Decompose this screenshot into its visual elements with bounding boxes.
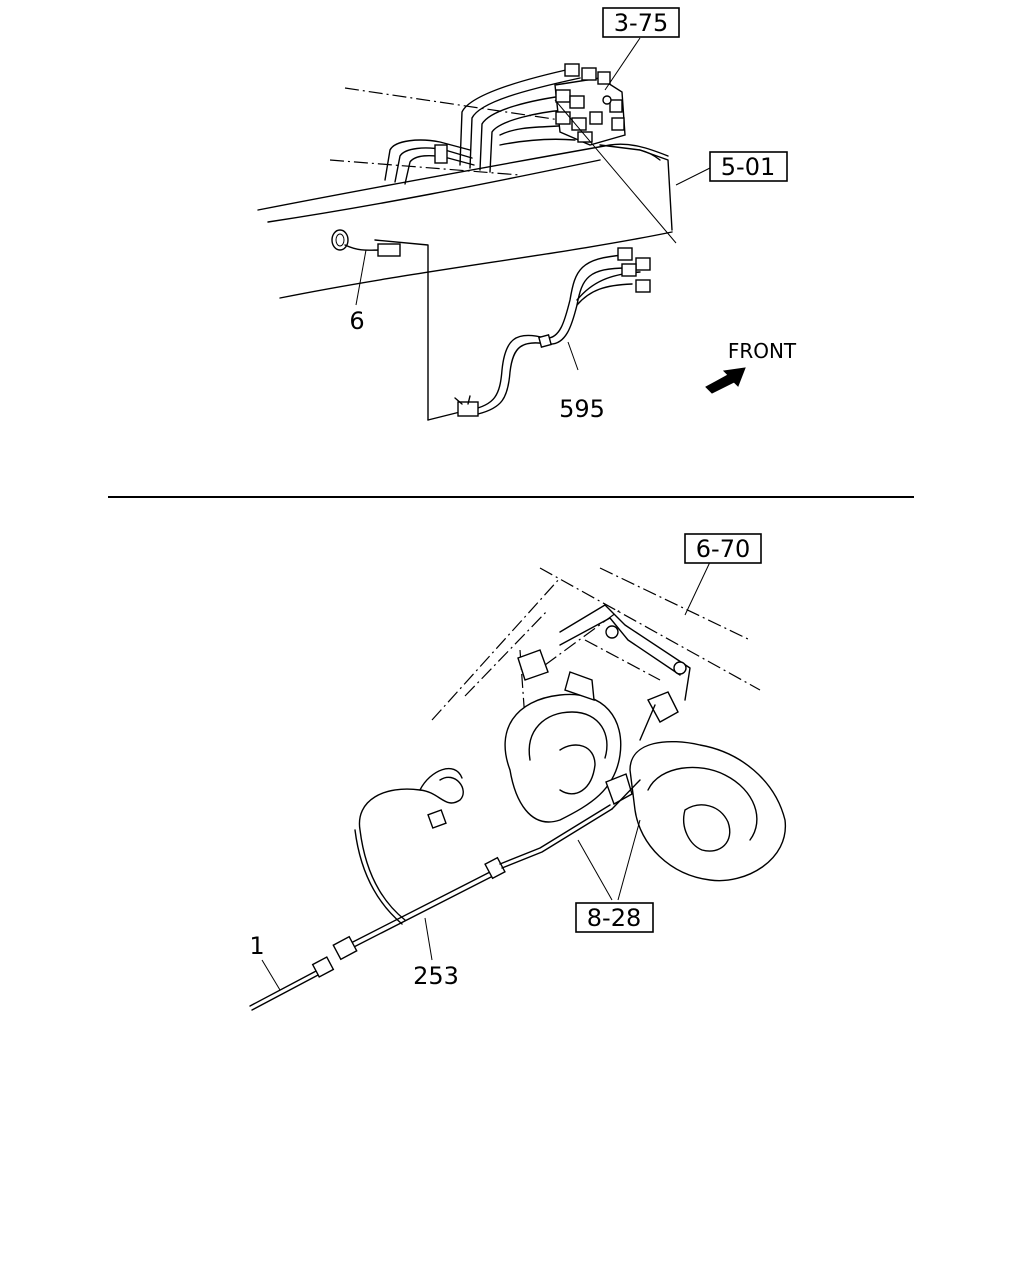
callout-6-70: 6-70 <box>696 535 750 563</box>
arrow-icon <box>705 367 746 394</box>
leader-3-75 <box>604 37 641 91</box>
leader-1 <box>261 959 281 991</box>
callout-box-6-70 <box>684 533 762 564</box>
leader-5-01 <box>675 167 711 186</box>
part-label-1: 1 <box>249 932 264 960</box>
part-label-595: 595 <box>559 395 605 423</box>
top-diagram: 3-75 5-01 6 595 FRONT <box>257 7 797 423</box>
callout-5-01: 5-01 <box>721 153 775 181</box>
wiring-harness-595 <box>374 239 651 421</box>
bottom-diagram: 6-70 8-28 1 253 <box>249 533 786 1011</box>
brake-junction-block <box>554 63 626 146</box>
horn-right <box>605 691 786 882</box>
wiring-harness-253 <box>249 704 656 1011</box>
brake-pipes <box>384 67 581 185</box>
leader-6-70 <box>684 561 711 616</box>
frame-member <box>257 87 673 299</box>
leader-8-28-left <box>577 839 613 901</box>
callout-3-75: 3-75 <box>614 9 668 37</box>
callout-box-5-01 <box>709 151 788 182</box>
leader-block-to-connector <box>554 99 677 244</box>
leader-595 <box>567 341 579 371</box>
part-label-6: 6 <box>349 307 364 335</box>
leader-253 <box>424 917 433 961</box>
leader-8-28-right <box>617 819 641 901</box>
sensor-part-6 <box>331 229 401 306</box>
callout-8-28: 8-28 <box>587 904 641 932</box>
front-label: FRONT <box>728 339 797 363</box>
part-label-253: 253 <box>413 962 459 990</box>
callout-box-3-75 <box>602 7 680 38</box>
callout-box-8-28 <box>575 902 654 933</box>
horn-left <box>504 649 622 823</box>
